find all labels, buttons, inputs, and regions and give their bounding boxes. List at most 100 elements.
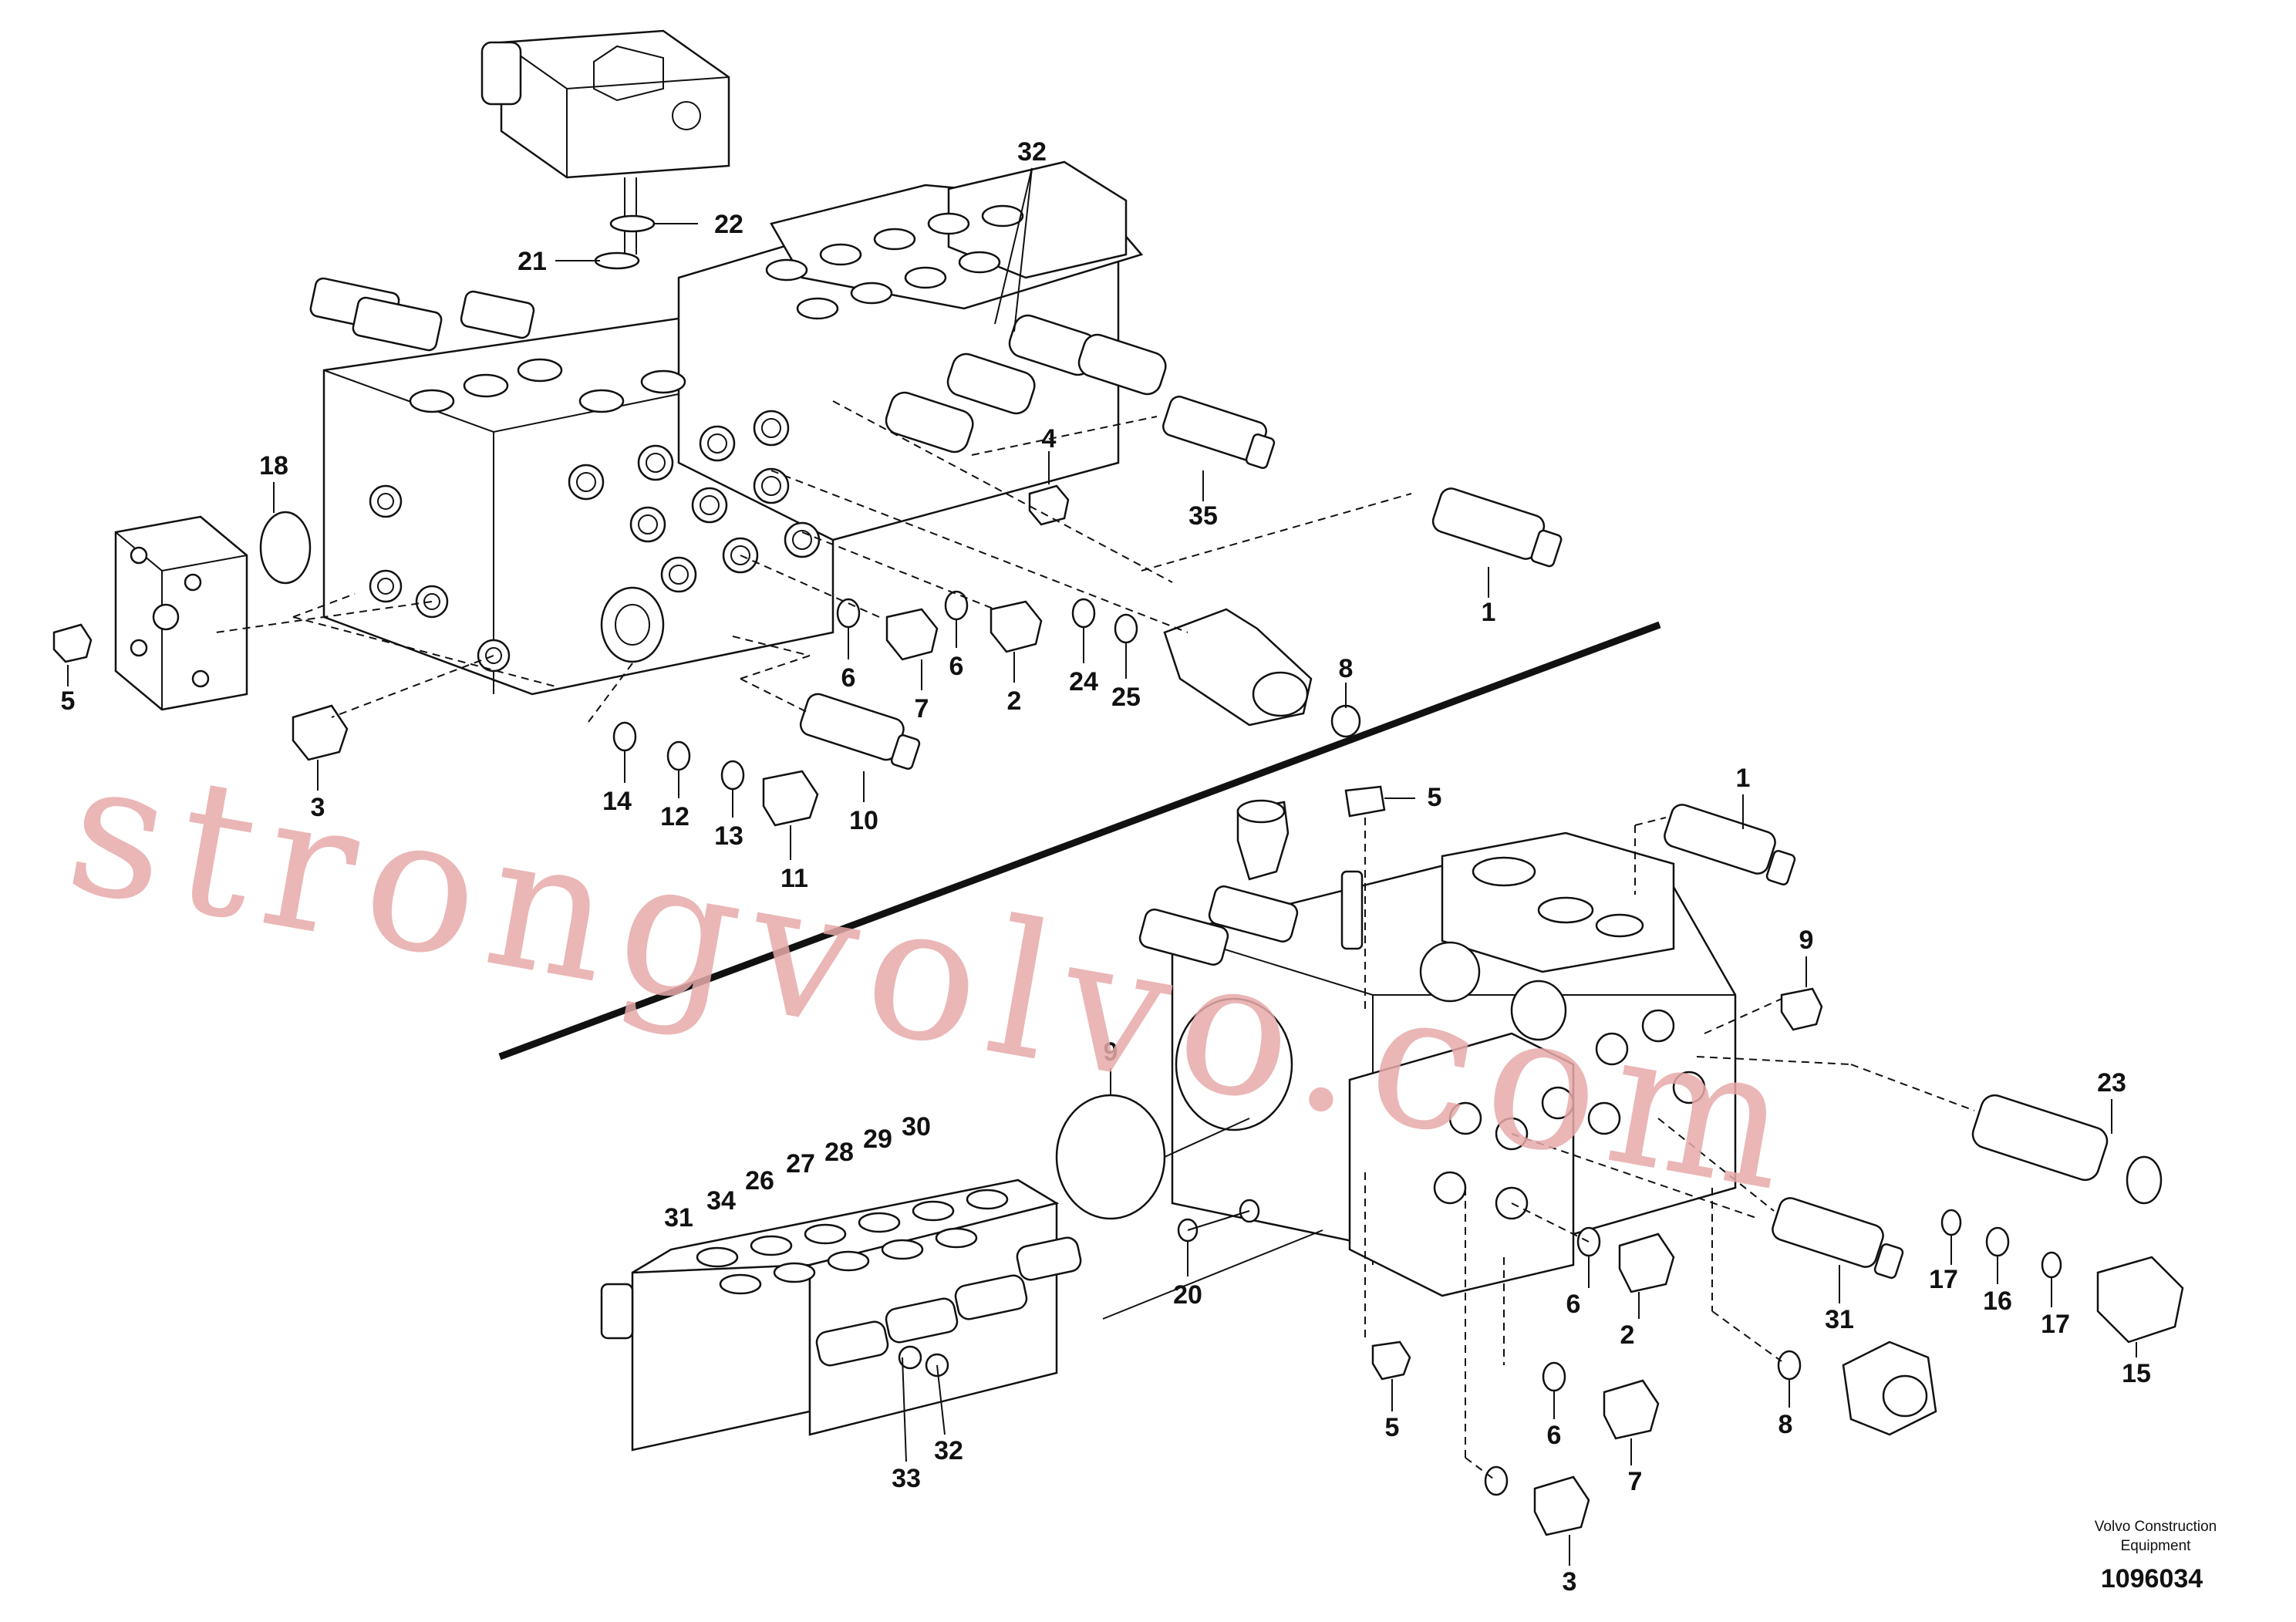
o-ring-14 xyxy=(612,721,637,752)
callout-32-lower: 32 xyxy=(934,1436,963,1465)
callout-34: 34 xyxy=(706,1186,736,1216)
upper-leader-lines xyxy=(67,167,1489,860)
plug-3-upper xyxy=(292,704,349,761)
callout-5-upper: 5 xyxy=(61,686,76,716)
o-ring-25 xyxy=(1114,613,1138,644)
callout-3-upper: 3 xyxy=(311,793,325,822)
solenoid-valve xyxy=(480,29,730,255)
callout-31-left: 31 xyxy=(664,1203,693,1233)
o-ring-12 xyxy=(666,740,691,771)
callout-28: 28 xyxy=(824,1138,854,1167)
plug-5-top xyxy=(1344,785,1386,818)
watermark-text: strongvolvo.com xyxy=(54,717,1818,1234)
plug-11 xyxy=(762,770,819,827)
callout-27: 27 xyxy=(786,1149,815,1179)
callout-22: 22 xyxy=(714,210,743,239)
callouts-upper: 32 22 21 18 4 35 1 8 5 6 7 6 2 24 25 3 1… xyxy=(61,137,1496,893)
callout-7-upper: 7 xyxy=(915,694,929,723)
callout-31-right: 31 xyxy=(1825,1305,1854,1334)
callout-20: 20 xyxy=(1173,1280,1202,1310)
callout-5-lower: 5 xyxy=(1385,1413,1400,1442)
callout-3-lower: 3 xyxy=(1563,1567,1577,1597)
o-ring-13 xyxy=(720,760,745,791)
callout-23: 23 xyxy=(2097,1068,2126,1098)
callout-2-upper: 2 xyxy=(1007,686,1022,716)
callout-35: 35 xyxy=(1188,501,1218,531)
o-ring-3-lower xyxy=(1484,1465,1509,1496)
o-ring-22 xyxy=(609,214,656,233)
spool-ends xyxy=(885,314,1167,454)
valve-10 xyxy=(799,693,921,771)
o-ring-21 xyxy=(594,251,640,270)
o-ring-24 xyxy=(1071,598,1096,629)
callout-13: 13 xyxy=(714,821,743,851)
plug-7-upper xyxy=(885,608,939,661)
callout-16: 16 xyxy=(1983,1286,2012,1316)
valve-31-lower xyxy=(1772,1197,1904,1280)
callout-1-upper: 1 xyxy=(1482,598,1496,627)
callout-18: 18 xyxy=(259,451,288,481)
credit-line-2: Equipment xyxy=(2121,1538,2192,1554)
callout-15: 15 xyxy=(2122,1359,2151,1388)
callout-8-upper: 8 xyxy=(1339,654,1354,683)
plug-7-lower xyxy=(1603,1379,1660,1440)
callouts-lower: 1 5 9 9 23 30 29 28 27 26 34 31 20 6 2 3… xyxy=(664,764,2151,1597)
valve-1-lower xyxy=(1664,804,1796,886)
callout-5-top: 5 xyxy=(1428,783,1442,812)
o-ring-17b xyxy=(2041,1251,2062,1279)
valve-1-upper xyxy=(1431,487,1563,568)
callout-14: 14 xyxy=(602,787,632,816)
plug-2-lower xyxy=(1618,1233,1675,1293)
callout-12: 12 xyxy=(660,802,689,831)
callout-8-lower: 8 xyxy=(1778,1410,1793,1439)
callout-10: 10 xyxy=(849,806,878,835)
fitting-top xyxy=(1236,799,1290,881)
lower-valve-assembly xyxy=(600,785,2184,1566)
plug-2-upper xyxy=(990,600,1043,653)
callout-6-lower-a: 6 xyxy=(1566,1290,1581,1319)
callout-26: 26 xyxy=(745,1166,774,1195)
valve-23 xyxy=(1971,1094,2163,1205)
plug-9-lower xyxy=(1780,987,1823,1031)
callout-9-left: 9 xyxy=(1104,1037,1118,1067)
o-ring-17a xyxy=(1940,1209,1962,1236)
cover-plate xyxy=(114,515,248,711)
valve-35 xyxy=(1162,396,1276,470)
callout-24: 24 xyxy=(1069,667,1098,696)
callout-33: 33 xyxy=(892,1464,921,1493)
o-ring-6-lower-b xyxy=(1542,1361,1566,1392)
callout-29: 29 xyxy=(863,1125,892,1154)
plug-5-upper xyxy=(52,623,93,663)
callout-6-lower-b: 6 xyxy=(1547,1421,1562,1450)
plug-3-lower xyxy=(1533,1475,1590,1536)
o-ring-8-lower xyxy=(1777,1350,1802,1381)
callout-25: 25 xyxy=(1111,683,1141,712)
callout-7-lower: 7 xyxy=(1628,1467,1643,1496)
callout-21: 21 xyxy=(518,247,547,276)
callout-1-lower: 1 xyxy=(1736,764,1751,793)
o-ring-6b xyxy=(944,590,969,621)
upper-ports xyxy=(369,410,821,673)
callout-6-upper-a: 6 xyxy=(841,663,856,693)
callout-30: 30 xyxy=(902,1112,931,1141)
callout-17-a: 17 xyxy=(1929,1265,1958,1294)
callout-2-lower: 2 xyxy=(1620,1320,1635,1350)
callout-6-upper-b: 6 xyxy=(949,652,964,681)
lower-section-block xyxy=(600,1179,1082,1452)
separator-line xyxy=(498,621,1661,1061)
credit-line-1: Volvo Construction xyxy=(2095,1519,2217,1535)
callout-4: 4 xyxy=(1042,424,1057,454)
left-relief-valves xyxy=(309,277,535,352)
callout-17-b: 17 xyxy=(2041,1310,2070,1339)
callout-11: 11 xyxy=(781,864,808,893)
o-ring-16 xyxy=(1985,1226,2010,1257)
credit-block: Volvo Construction Equipment 1096034 xyxy=(2095,1519,2217,1593)
upper-valve-assembly xyxy=(52,29,1563,860)
lower-leader-lines xyxy=(902,794,2137,1566)
check-valve-8 xyxy=(1163,608,1361,738)
callout-32-upper: 32 xyxy=(1017,137,1047,167)
flange-8-lower xyxy=(1842,1340,1937,1436)
doc-number: 1096034 xyxy=(2101,1564,2203,1593)
upper-top-bosses xyxy=(409,204,1024,413)
